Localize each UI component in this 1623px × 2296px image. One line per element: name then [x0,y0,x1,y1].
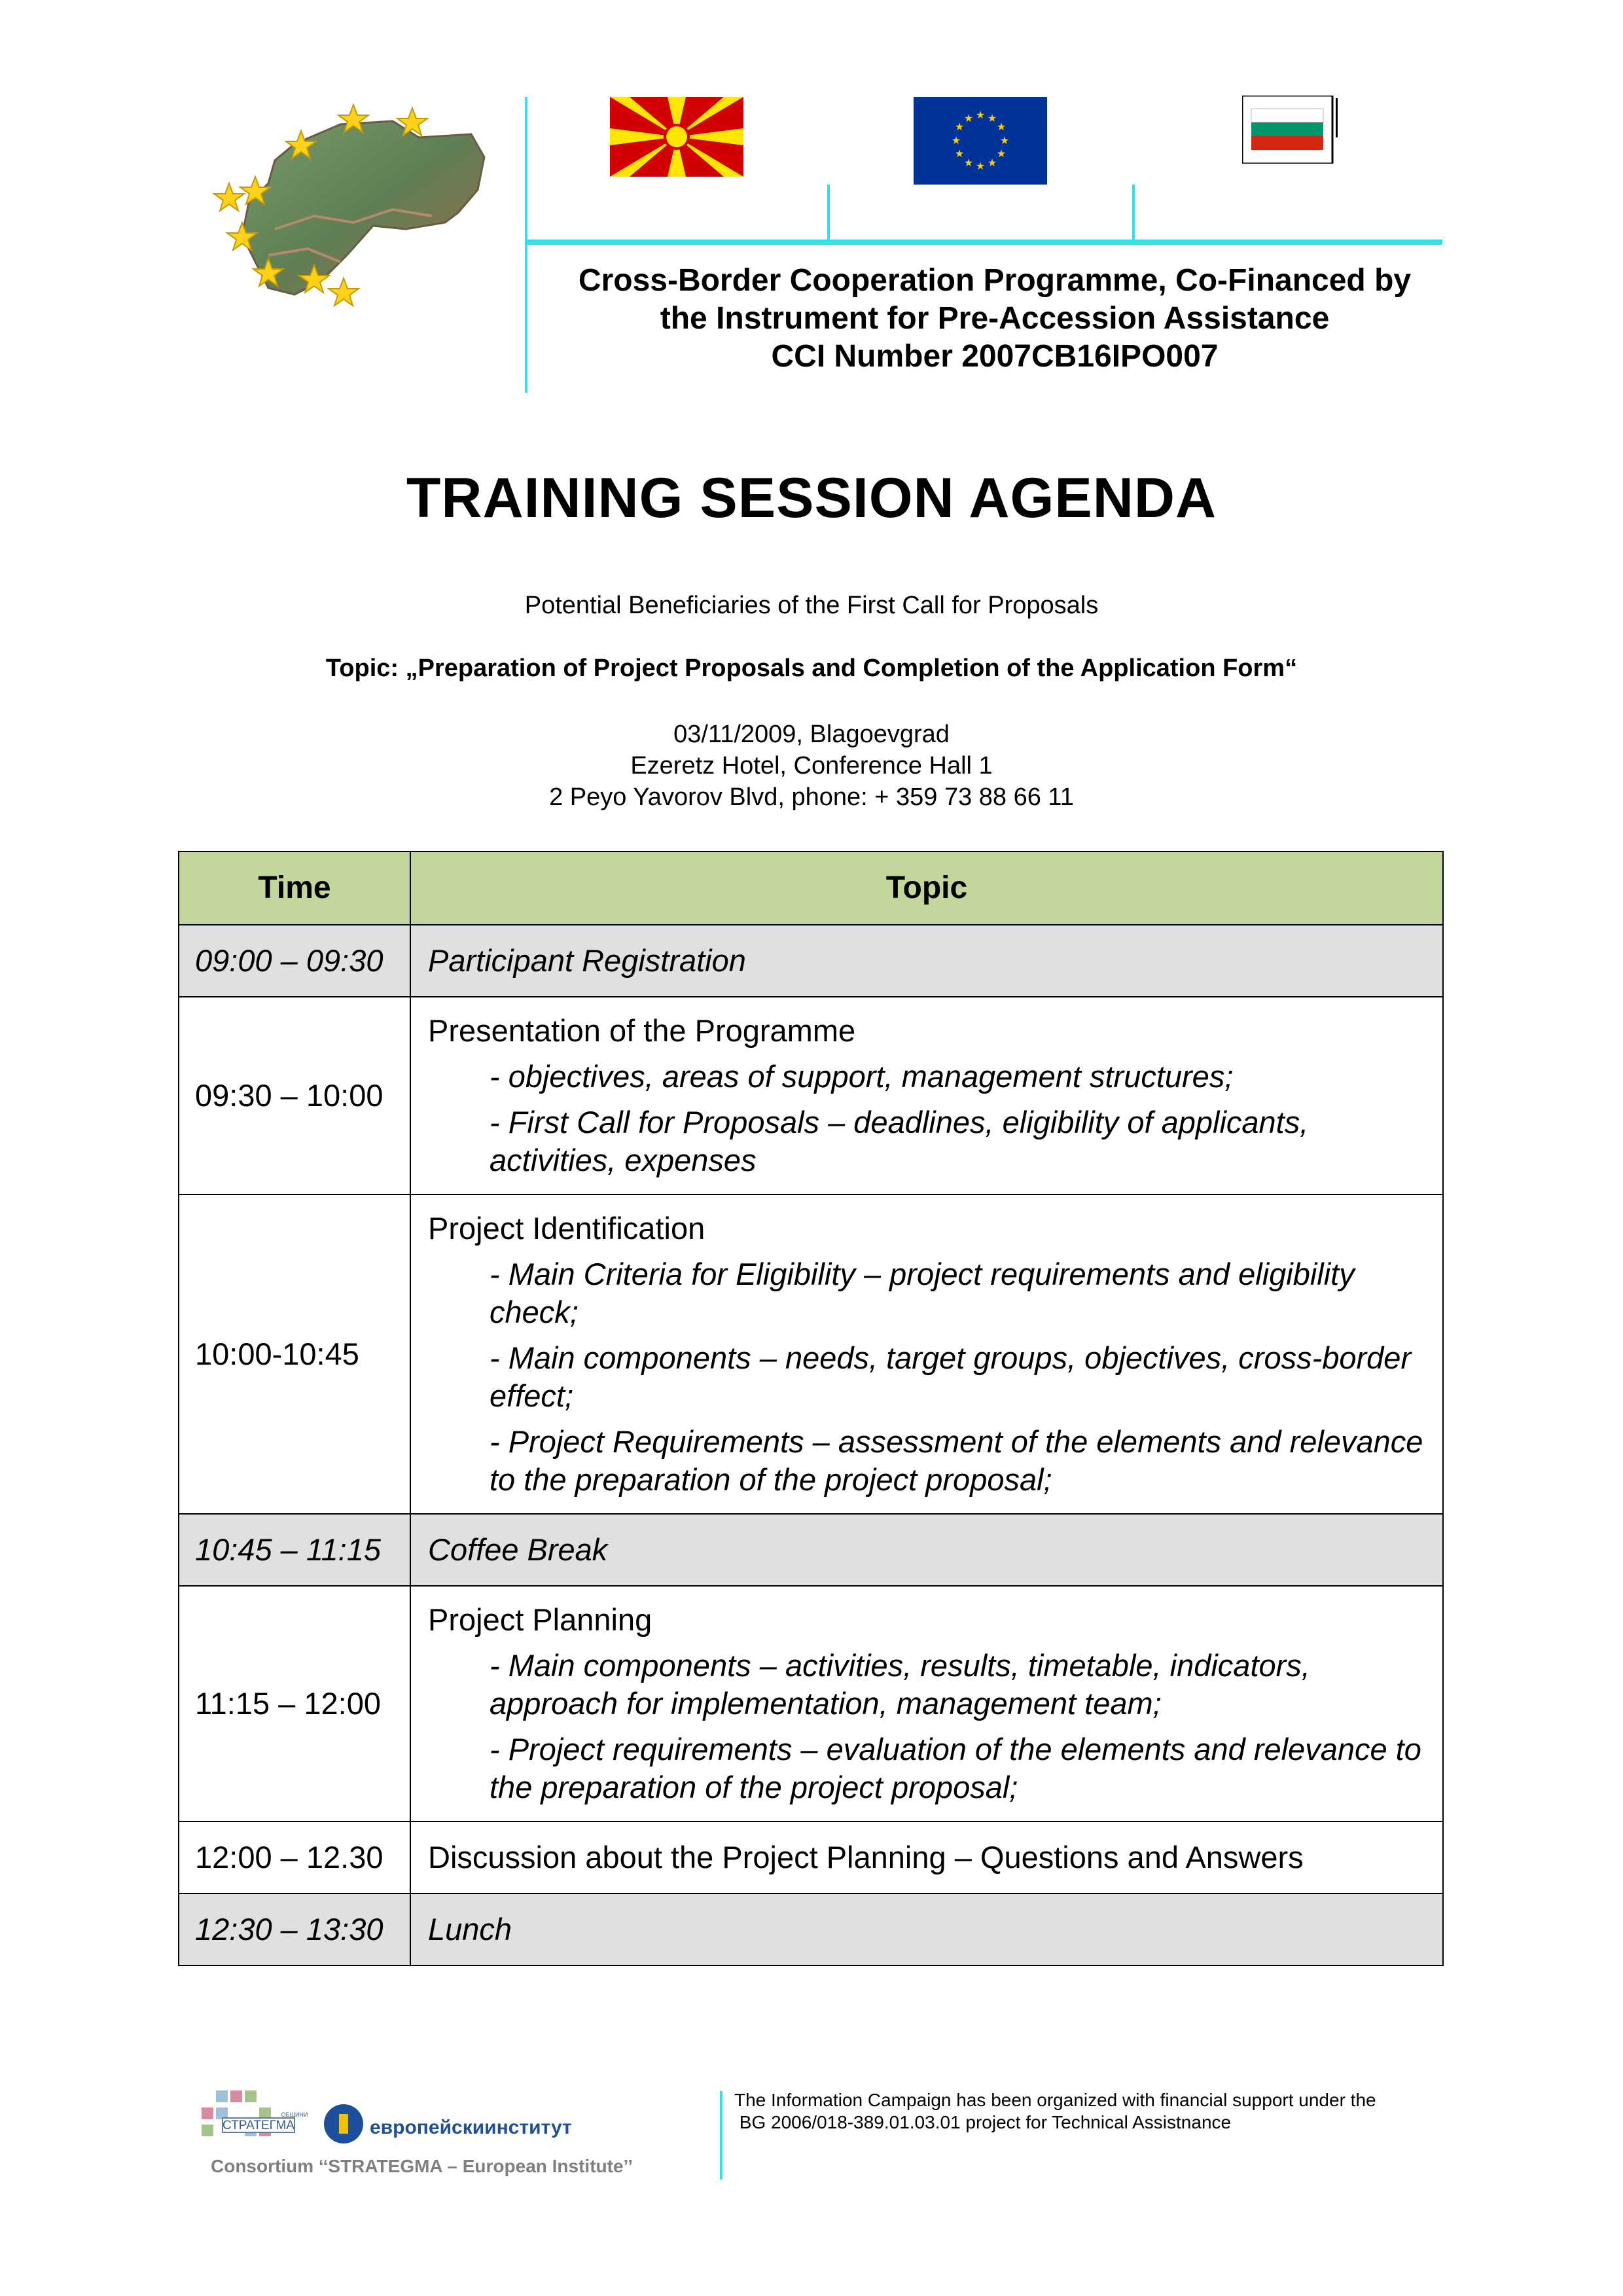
row-subitem: - objectives, areas of support, manageme… [490,1059,1234,1094]
svg-text:СТРАТЕГМА: СТРАТЕГМА [223,2119,294,2132]
row-subitem: - Main components – activities, results,… [490,1648,1310,1721]
row-time: 10:00-10:45 [178,1194,411,1515]
svg-text:★: ★ [997,120,1006,133]
footer-divider [720,2091,722,2179]
svg-text:★: ★ [988,156,997,169]
row-topic-cell: Project Identification - Main Criteria f… [410,1194,1444,1515]
strategma-logo: СТРАТЕГМА ОБЩИНИ [202,2090,308,2136]
header-divider-horizontal [525,240,1442,245]
agenda-header-row: Time Topic [178,851,1444,925]
svg-text:★: ★ [955,120,964,133]
table-row: 09:30 – 10:00 Presentation of the Progra… [178,996,1444,1195]
svg-text:★: ★ [952,134,961,147]
row-time: 09:30 – 10:00 [178,996,411,1195]
european-institute-logo: европейскиинститут [324,2104,572,2144]
bulgaria-flag-icon [1242,96,1338,164]
svg-text:★: ★ [964,112,973,124]
topic-line: Topic: „Preparation of Project Proposals… [325,655,1298,682]
row-title: Discussion about the Project Planning – … [410,1821,1444,1894]
macedonia-flag-icon [610,97,743,177]
row-topic-cell: Project Planning - Main components – act… [410,1585,1444,1822]
row-time: 12:30 – 13:30 [178,1893,411,1966]
column-header-topic: Topic [410,851,1444,925]
programme-line-1: Cross-Border Cooperation Programme, Co-F… [578,263,1412,298]
row-subitem: - Project Requirements – assessment of t… [490,1424,1423,1497]
programme-line-3: CCI Number 2007CB16IPO007 [771,339,1219,374]
funding-note-line-1: The Information Campaign has been organi… [734,2090,1376,2110]
svg-text:★: ★ [988,112,997,124]
svg-text:★: ★ [976,109,985,121]
row-title: Project Identification [428,1211,705,1246]
column-header-time: Time [178,851,411,925]
venue-block: 03/11/2009, Blagoevgrad Ezeretz Hotel, C… [0,719,1623,813]
funding-note: The Information Campaign has been organi… [734,2089,1454,2134]
venue-date: 03/11/2009, Blagoevgrad [673,721,950,748]
consortium-caption: Consortium ‘‘STRATEGMA – European Instit… [211,2156,633,2176]
row-time: 12:00 – 12.30 [178,1821,411,1894]
programme-line-2: the Instrument for Pre-Accession Assista… [660,301,1330,336]
svg-text:★: ★ [976,160,985,172]
table-row: 09:00 – 09:30 Participant Registration [178,924,1444,997]
funding-note-line-2: BG 2006/018-389.01.03.01 project for Tec… [734,2112,1232,2132]
row-time: 10:45 – 11:15 [178,1513,411,1587]
table-row: 12:30 – 13:30 Lunch [178,1893,1444,1966]
row-subitem: - First Call for Proposals – deadlines, … [490,1105,1309,1177]
row-topic-cell: Presentation of the Programme - objectiv… [410,996,1444,1195]
row-title: Presentation of the Programme [428,1013,856,1048]
header-divider-vertical [525,97,527,393]
row-subitem: - Main components – needs, target groups… [490,1340,1412,1413]
svg-text:★: ★ [955,147,964,160]
row-time: 09:00 – 09:30 [178,924,411,997]
map-logo [211,103,486,308]
svg-text:европейскиинститут: европейскиинститут [370,2117,572,2138]
page-title: TRAINING SESSION AGENDA [406,467,1217,529]
table-row: 11:15 – 12:00 Project Planning - Main co… [178,1585,1444,1822]
svg-text:★: ★ [997,147,1006,160]
venue-address: 2 Peyo Yavorov Blvd, phone: + 359 73 88 … [549,783,1074,811]
svg-text:★: ★ [964,156,973,169]
agenda-table: Time Topic 09:00 – 09:30 Participant Reg… [178,851,1444,1966]
audience-subtitle: Potential Beneficiaries of the First Cal… [524,592,1099,619]
row-title: Project Planning [428,1602,652,1637]
table-row: 10:45 – 11:15 Coffee Break [178,1513,1444,1587]
svg-text:ОБЩИНИ: ОБЩИНИ [281,2111,308,2118]
row-subitem: - Main Criteria for Eligibility – projec… [490,1257,1355,1329]
flag-divider-2 [1132,185,1135,240]
eu-flag-icon: ★ ★ ★ ★ ★ ★ ★ ★ ★ ★ ★ ★ [914,97,1047,185]
svg-text:★: ★ [1000,134,1009,147]
row-title: Participant Registration [410,924,1444,997]
row-title: Lunch [410,1893,1444,1966]
consortium-logos: СТРАТЕГМА ОБЩИНИ европейскиинститут [202,2090,572,2144]
table-row: 10:00-10:45 Project Identification - Mai… [178,1194,1444,1515]
row-title: Coffee Break [410,1513,1444,1587]
row-time: 11:15 – 12:00 [178,1585,411,1822]
row-subitem: - Project requirements – evaluation of t… [490,1732,1421,1804]
programme-heading: Cross-Border Cooperation Programme, Co-F… [537,262,1453,376]
venue-hotel: Ezeretz Hotel, Conference Hall 1 [630,752,993,780]
flag-divider-1 [827,185,830,240]
table-row: 12:00 – 12.30 Discussion about the Proje… [178,1821,1444,1894]
